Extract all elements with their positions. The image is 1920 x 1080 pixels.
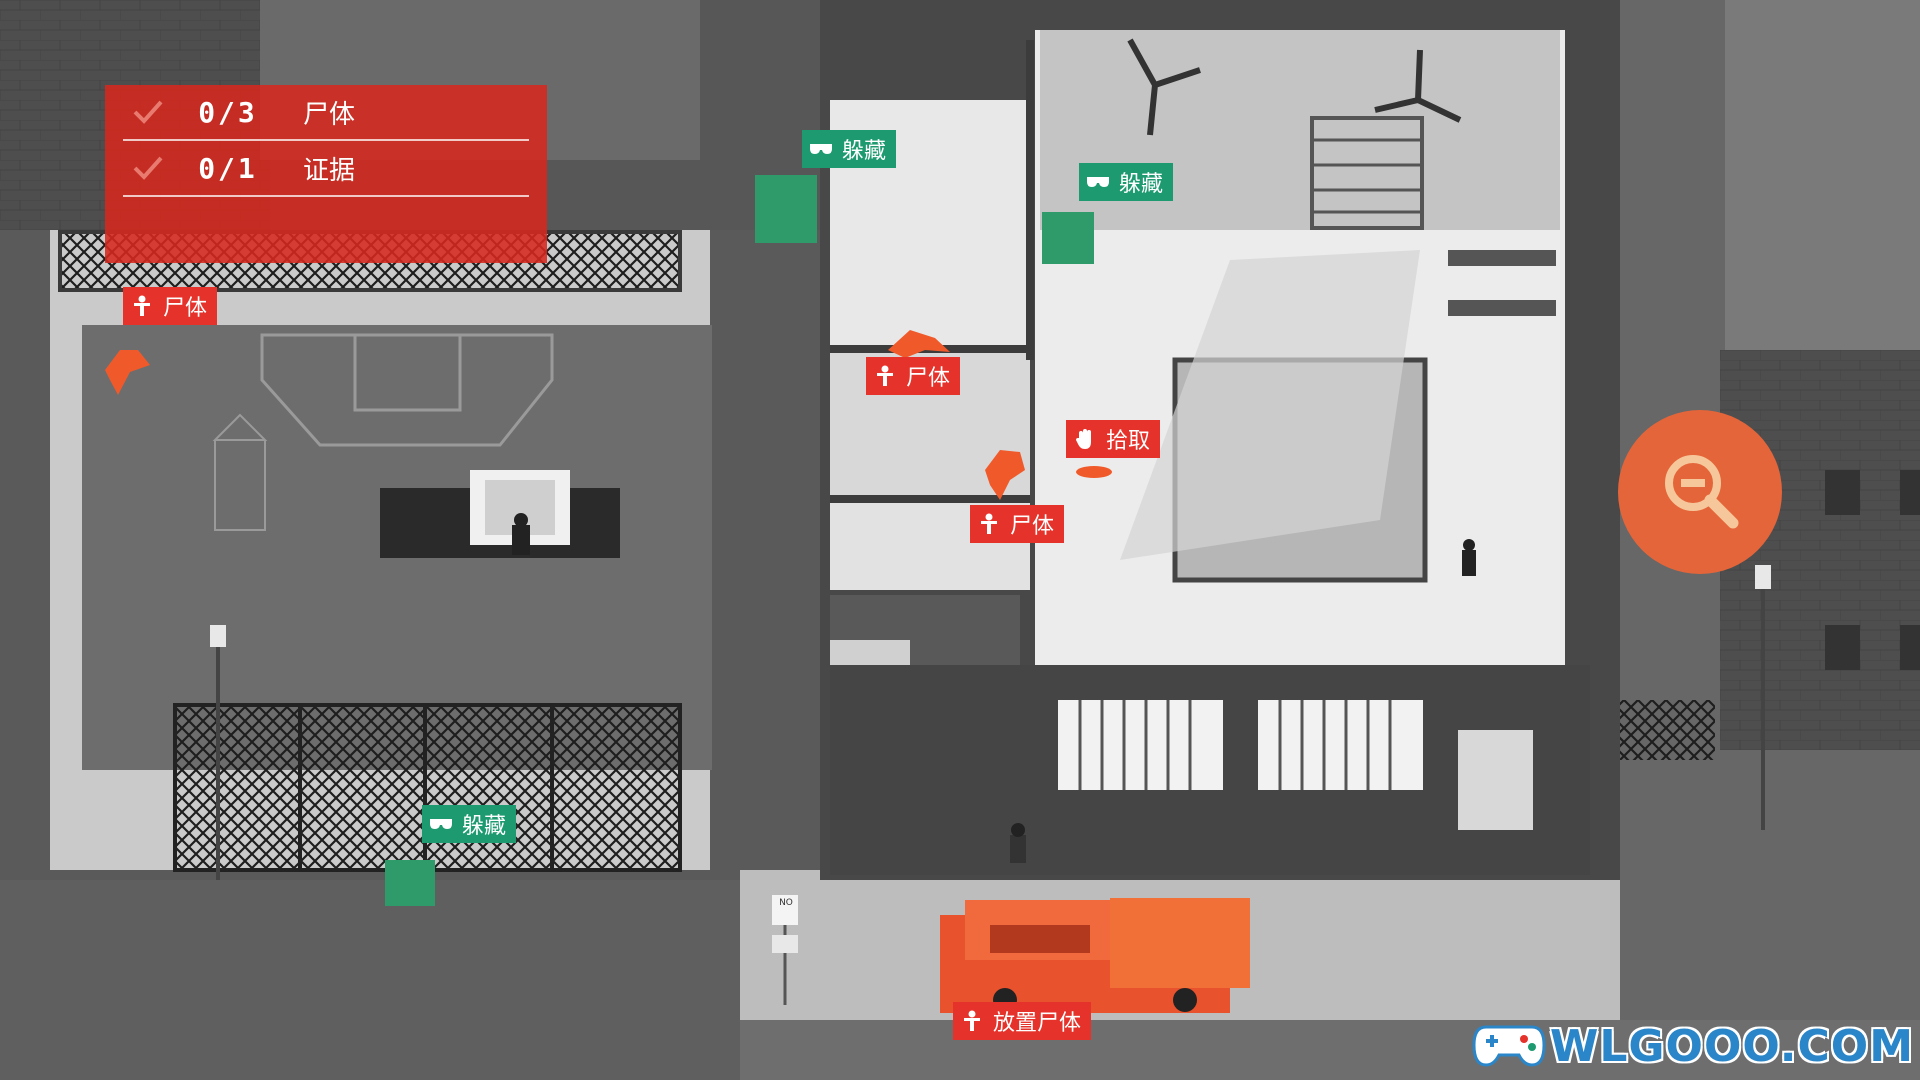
objective-row-evidence: 0/1 证据	[123, 141, 529, 197]
place-body-tag[interactable]: 放置尸体	[953, 1002, 1092, 1040]
body-tag[interactable]: 尸体	[970, 505, 1065, 543]
pickup-tag-label: 拾取	[1106, 429, 1151, 454]
zoom-out-button[interactable]	[1618, 410, 1782, 574]
hide-tag[interactable]: 躲藏	[1079, 163, 1174, 201]
objective-count: 0/3	[198, 95, 258, 129]
objectives-panel: 0/3 尸体 0/1 证据	[105, 85, 547, 263]
person-icon	[129, 293, 155, 319]
person-icon	[872, 363, 898, 389]
objective-row-bodies: 0/3 尸体	[123, 85, 529, 141]
person-icon	[959, 1008, 985, 1034]
watermark: WLGOOO.COM	[1472, 1016, 1914, 1076]
check-icon	[123, 153, 173, 183]
person-icon	[976, 511, 1002, 537]
pickup-tag[interactable]: 拾取	[1066, 420, 1161, 458]
place-body-tag-label: 放置尸体	[993, 1011, 1082, 1036]
objective-label: 证据	[303, 155, 356, 186]
mask-icon	[428, 811, 454, 837]
body-tag-label: 尸体	[1010, 514, 1055, 539]
hide-tag-label: 躲藏	[1119, 172, 1164, 197]
hide-tag[interactable]: 躲藏	[802, 130, 897, 168]
body-tag[interactable]: 尸体	[123, 287, 218, 325]
objective-count: 0/1	[198, 151, 258, 185]
hide-tag-label: 躲藏	[462, 814, 507, 839]
no-parking-sign: NO	[779, 898, 793, 908]
body-tag[interactable]: 尸体	[866, 357, 961, 395]
check-icon	[123, 97, 173, 127]
zoom-out-icon	[1655, 445, 1745, 539]
hide-tag-label: 躲藏	[842, 139, 887, 164]
body-tag-label: 尸体	[163, 296, 208, 321]
body-tag-label: 尸体	[906, 366, 951, 391]
mask-icon	[808, 136, 834, 162]
hand-icon	[1072, 426, 1098, 452]
hide-tag[interactable]: 躲藏	[422, 805, 517, 843]
mask-icon	[1085, 169, 1111, 195]
gamepad-icon	[1472, 1019, 1546, 1073]
objective-label: 尸体	[303, 99, 356, 130]
watermark-text: WLGOOO.COM	[1549, 1020, 1914, 1072]
